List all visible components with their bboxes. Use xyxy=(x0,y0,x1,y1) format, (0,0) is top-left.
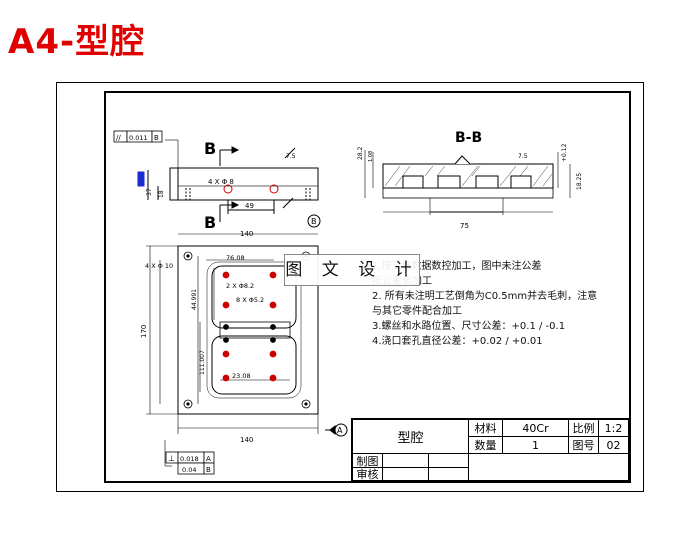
tolerance-plus: +0.12 xyxy=(561,143,568,162)
material-value: 40Cr xyxy=(503,420,569,437)
plan-view xyxy=(146,233,348,467)
datum-b-marker: B xyxy=(311,217,317,226)
qty-value: 1 xyxy=(503,437,569,454)
dim-18-25: 18.25 xyxy=(576,173,583,190)
dim-111-007: 111.007 xyxy=(199,350,206,375)
parallel-symbol: // xyxy=(116,134,121,142)
parallel-tolerance-frame xyxy=(113,130,163,143)
dim-7-5: 7.5 xyxy=(518,153,528,160)
dim-49: 49 xyxy=(245,202,254,210)
dim-18: 18 xyxy=(158,190,165,198)
plan-holes xyxy=(183,251,311,409)
scale-value: 1:2 xyxy=(599,420,629,437)
section-hatch xyxy=(384,165,553,187)
parallel-datum: B xyxy=(154,134,159,142)
dim-23-08: 23.08 xyxy=(232,372,251,380)
note-line-6: 4.浇口套孔直径公差：+0.02 / +0.01 xyxy=(372,336,543,347)
watermark: 图 文 设 计 xyxy=(284,254,420,286)
drawing-no-label: 图号 xyxy=(569,437,599,454)
dim-28-2: 28.2 xyxy=(357,146,364,160)
perp-symbol: ⊥ xyxy=(168,454,175,463)
section-title: B-B xyxy=(455,130,482,146)
draw-date xyxy=(429,454,469,468)
dim-170: 170 xyxy=(140,325,148,338)
check-label: 审核 xyxy=(353,468,383,481)
title-block: 型腔 材料 40Cr 比例 1:2 数量 1 图号 02 制图 审核 xyxy=(351,418,629,481)
perp2-datum: B xyxy=(206,466,211,474)
screw-hole-note: 8 X Φ5.2 xyxy=(236,296,264,304)
dim-140-top: 140 xyxy=(240,230,253,238)
corner-hole-note: 4 X Φ 10 xyxy=(145,262,173,270)
outer-border xyxy=(56,82,644,492)
perp-value: 0.018 xyxy=(180,455,199,463)
draw-value xyxy=(383,454,429,468)
perp2-value: 0.04 xyxy=(182,466,196,474)
dim-44-991: 44.991 xyxy=(191,289,198,310)
blank-area xyxy=(469,454,629,481)
drawing-no-value: 02 xyxy=(599,437,629,454)
roughness-top: 7.5 xyxy=(286,153,296,160)
pin-hole-note: 2 X Φ8.2 xyxy=(226,282,254,290)
material-label: 材料 xyxy=(469,420,503,437)
top-side-view xyxy=(137,139,321,228)
section-view xyxy=(364,150,571,215)
note-line-4: 与其它零件配合加工 xyxy=(372,306,462,317)
check-date xyxy=(429,468,469,481)
dim-37: 37 xyxy=(146,188,153,196)
perpendicular-tolerance-frame xyxy=(165,451,215,475)
dim-1-08: 1.08 xyxy=(368,151,374,162)
dim-140-bottom: 140 xyxy=(240,436,253,444)
note-line-5: 3.螺丝和水路位置、尺寸公差：+0.1 / -0.1 xyxy=(372,321,566,332)
draw-label: 制图 xyxy=(353,454,383,468)
check-value xyxy=(383,468,429,481)
hole-note: 4 X Φ 8 xyxy=(208,178,234,186)
note-line-3: 2. 所有未注明工艺倒角为C0.5mm并去毛刺，注意 xyxy=(372,291,598,302)
dim-76-08: 76.08 xyxy=(226,254,245,262)
page-title: A4-型腔 xyxy=(8,22,146,62)
datum-a-marker: A xyxy=(337,426,343,435)
qty-label: 数量 xyxy=(469,437,503,454)
drawing-frame xyxy=(104,91,631,483)
dim-75: 75 xyxy=(460,222,469,230)
section-label-top: B xyxy=(204,139,216,158)
parallel-value: 0.011 xyxy=(129,134,148,142)
perp-datum: A xyxy=(206,455,211,463)
note-line-1: 1.按三维数据数控加工，图中未注公差 xyxy=(372,261,542,272)
scale-label: 比例 xyxy=(569,420,599,437)
part-name: 型腔 xyxy=(353,420,469,454)
section-label-bottom: B xyxy=(204,213,216,232)
